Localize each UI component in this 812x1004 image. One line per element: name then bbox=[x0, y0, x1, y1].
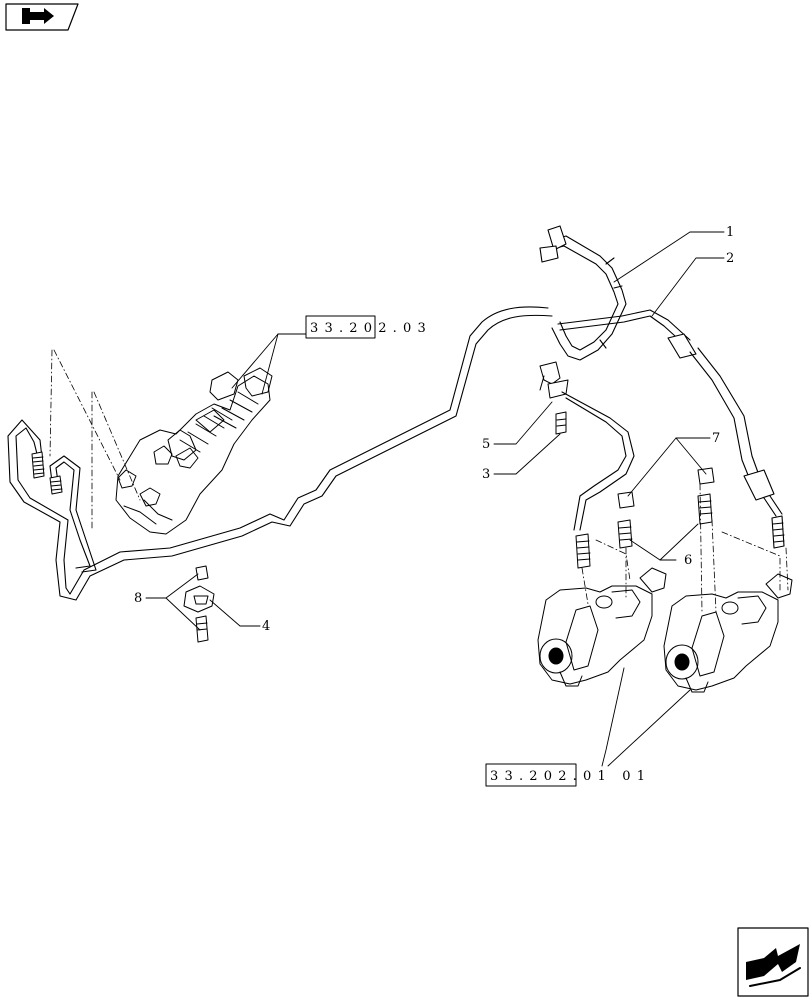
bolt-8 bbox=[195, 615, 209, 643]
callout-7: 7 bbox=[712, 431, 720, 446]
callout-6: 6 bbox=[684, 553, 692, 568]
reference-lower-text: 33.202.01 01 bbox=[490, 769, 651, 784]
brake-pipe-to-actuator bbox=[561, 391, 635, 531]
callout-5: 5 bbox=[482, 437, 490, 452]
brake-pipe-main bbox=[7, 306, 691, 601]
reference-upper[interactable]: 33.202.03 bbox=[305, 315, 432, 339]
callout-labels: 1 2 3 4 5 6 7 8 bbox=[134, 225, 734, 634]
tee-fitting bbox=[539, 361, 569, 399]
master-cylinder-assembly bbox=[115, 367, 273, 535]
brake-actuator-right bbox=[663, 573, 793, 693]
nut-7-left bbox=[617, 491, 635, 509]
leader-lines bbox=[145, 231, 725, 767]
callout-2: 2 bbox=[726, 251, 734, 266]
callout-8: 8 bbox=[134, 591, 142, 606]
nut-7-right bbox=[697, 467, 715, 485]
clamp-4 bbox=[183, 585, 215, 613]
prev-page-button[interactable] bbox=[4, 3, 78, 31]
reference-lower[interactable]: 33.202.01 01 bbox=[485, 763, 651, 787]
bolt-6-left bbox=[617, 519, 633, 549]
pipe-fitting-actuator-left bbox=[575, 533, 591, 569]
brake-hose-right bbox=[667, 333, 785, 549]
brake-actuator-left bbox=[537, 567, 667, 687]
projection-lines-left bbox=[49, 349, 141, 531]
next-page-icon[interactable] bbox=[737, 927, 809, 997]
bolt-3 bbox=[555, 411, 567, 435]
callout-1: 1 bbox=[726, 225, 734, 240]
projection-lines-right bbox=[581, 483, 789, 613]
next-page-button[interactable] bbox=[738, 928, 808, 996]
pipe-fitting-left-1 bbox=[31, 451, 45, 479]
prev-page-icon[interactable] bbox=[5, 3, 79, 31]
callout-3: 3 bbox=[482, 467, 490, 482]
brake-hose-upper bbox=[539, 225, 627, 361]
nut-8 bbox=[195, 565, 209, 581]
pipe-fitting-left-2 bbox=[49, 475, 63, 495]
reference-upper-text: 33.202.03 bbox=[310, 321, 432, 336]
callout-4: 4 bbox=[262, 619, 270, 634]
